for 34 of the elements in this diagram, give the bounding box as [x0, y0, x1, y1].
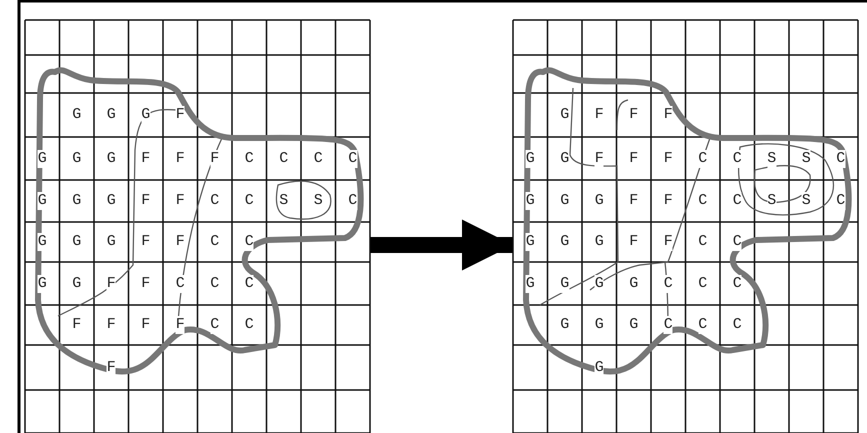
cell-letter: G — [38, 274, 47, 292]
cell-letter: F — [106, 274, 116, 292]
cell-letter: G — [526, 233, 535, 251]
cell-letter: G — [526, 150, 535, 168]
cell-letter: F — [106, 358, 116, 376]
cell-letter: G — [38, 233, 47, 251]
cell-letter: C — [732, 150, 742, 168]
letter-grid — [25, 20, 370, 433]
cell-letter: C — [210, 316, 220, 334]
cell-letter: S — [767, 150, 776, 168]
cell-letter: C — [244, 233, 254, 251]
cell-letter: C — [698, 150, 708, 168]
cell-letter: G — [526, 192, 535, 210]
cell-letter: C — [836, 192, 846, 210]
cell-letter: C — [664, 274, 673, 292]
cell-letter: C — [836, 150, 846, 168]
letter-grid — [513, 20, 858, 433]
cell-letter: G — [38, 192, 47, 210]
cell-letter: C — [348, 192, 358, 210]
cell-letter: G — [141, 106, 150, 124]
arrow — [370, 219, 513, 271]
cell-letter: C — [664, 316, 673, 334]
cell-letter: F — [664, 233, 673, 251]
cell-letter: C — [698, 316, 708, 334]
cell-letter: G — [526, 274, 535, 292]
cell-letter: G — [560, 274, 570, 292]
cell-letter: C — [176, 274, 185, 292]
cell-letter: G — [38, 150, 47, 168]
cell-letter: F — [594, 150, 604, 168]
cell-letter: C — [732, 233, 742, 251]
cell-letter: F — [176, 316, 185, 334]
cell-letter: C — [348, 150, 358, 168]
cell-letter: G — [594, 358, 604, 376]
cell-letter: F — [210, 150, 220, 168]
